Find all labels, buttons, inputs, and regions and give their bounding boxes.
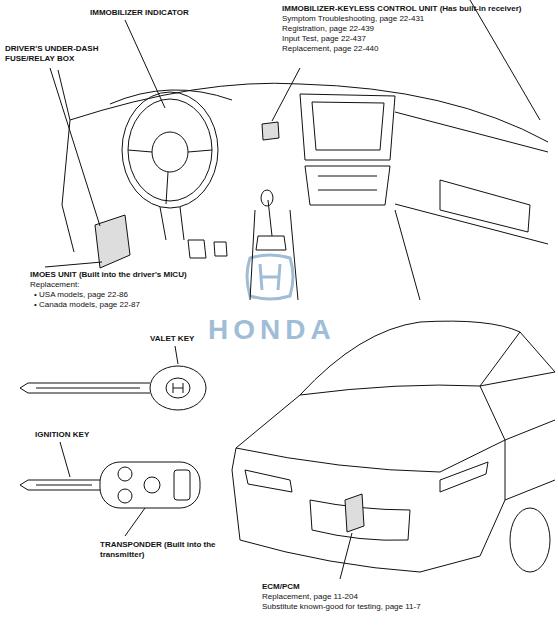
part-name: TRANSPONDER (Built into the transmitter)	[100, 540, 230, 560]
part-name: ECM/PCM	[262, 582, 552, 592]
page-reference: Input Test, page 22-437	[282, 34, 554, 44]
label-group: IMMOBILIZER-KEYLESS CONTROL UNIT (Has bu…	[282, 4, 554, 54]
label-group: TRANSPONDER (Built into the transmitter)	[100, 540, 230, 560]
part-name: IMMOBILIZER INDICATOR	[90, 8, 240, 18]
valet-key-drawing	[20, 366, 206, 410]
label-group: IMOES UNIT (Built into the driver's MICU…	[30, 270, 242, 310]
label-group: DRIVER'S UNDER-DASH FUSE/RELAY BOX	[5, 44, 117, 64]
label-group: VALET KEY	[150, 334, 206, 344]
part-name: VALET KEY	[150, 334, 206, 344]
part-name: IMOES UNIT (Built into the driver's MICU…	[30, 270, 242, 280]
part-name: IGNITION KEY	[35, 430, 125, 440]
ignition-key-drawing	[20, 462, 200, 508]
logo-watermark	[247, 255, 293, 299]
page-reference: Replacement:	[30, 280, 242, 290]
label-group: IMMOBILIZER INDICATOR	[90, 8, 240, 18]
page-reference: Symptom Troubleshooting, page 22-431	[282, 14, 554, 24]
label-group: IGNITION KEY	[35, 430, 125, 440]
page-reference: • USA models, page 22-86	[30, 290, 242, 300]
part-name: IMMOBILIZER-KEYLESS CONTROL UNIT (Has bu…	[282, 4, 554, 14]
part-name: DRIVER'S UNDER-DASH FUSE/RELAY BOX	[5, 44, 117, 64]
label-group: ECM/PCMReplacement, page 11-204Substitut…	[262, 582, 552, 612]
page-reference: Replacement, page 22-440	[282, 44, 554, 54]
page-reference: • Canada models, page 22-87	[30, 300, 242, 310]
label-group: HONDA	[208, 314, 368, 346]
leader-lines	[45, 20, 352, 579]
page-reference: Substitute known-good for testing, page …	[262, 602, 552, 612]
page-reference: Registration, page 22-439	[282, 24, 554, 34]
page-reference: Replacement, page 11-204	[262, 592, 552, 602]
watermark: HONDA	[208, 314, 368, 346]
car-drawing	[232, 321, 555, 572]
